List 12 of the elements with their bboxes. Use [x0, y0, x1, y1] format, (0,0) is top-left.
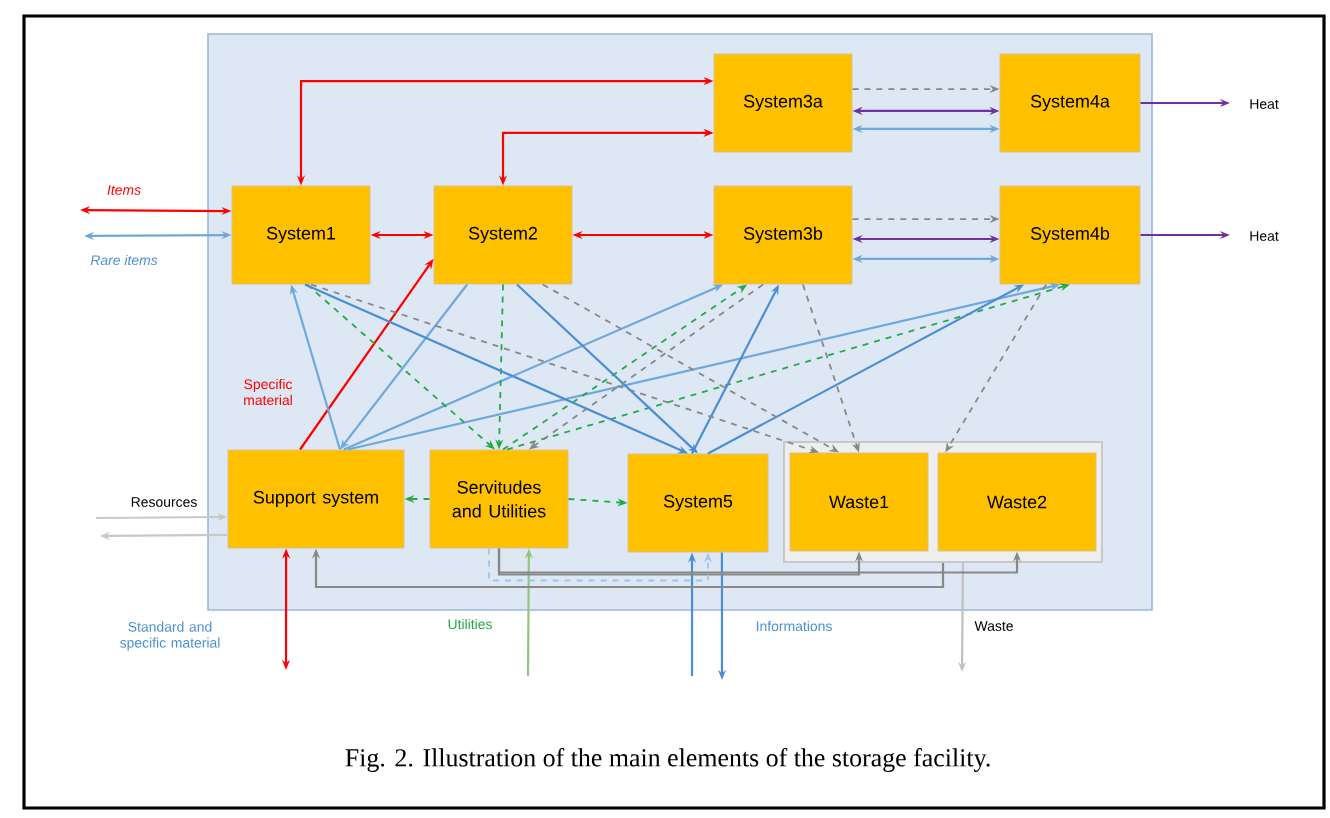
caption: Fig. 2. Illustration of the main elements of the storage facility.	[345, 748, 990, 772]
system-box: System3b	[713, 185, 853, 285]
system-box: System4a	[999, 53, 1141, 153]
system-box: System2	[433, 185, 573, 285]
system-box: Servitudes and Utilities	[429, 449, 569, 549]
system-box: Support system	[227, 449, 405, 549]
system-box: System4b	[999, 185, 1141, 285]
system-box: Waste1	[789, 452, 929, 552]
system-box: System5	[627, 453, 769, 553]
system-box: Waste2	[937, 452, 1097, 552]
system-box: System3a	[713, 53, 853, 153]
system-box: System1	[231, 185, 371, 285]
